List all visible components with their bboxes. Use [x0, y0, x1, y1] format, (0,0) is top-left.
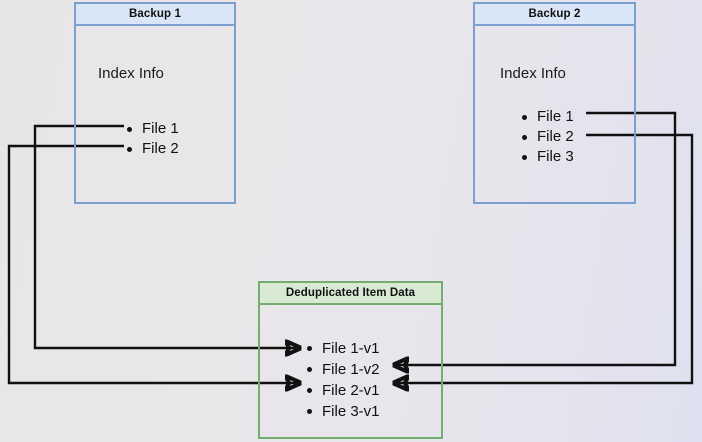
backup1-index-label: Index Info [98, 65, 164, 82]
backup2-file-list: File 1 File 2 File 3 [519, 107, 574, 167]
backup1-title: Backup 1 [76, 4, 234, 26]
backup1-body: Index Info File 1 File 2 [76, 26, 234, 202]
deduplicated-item-data-box[interactable]: Deduplicated Item Data File 1-v1 File 1-… [258, 281, 443, 439]
list-item[interactable]: File 1 [519, 107, 574, 127]
backup2-box[interactable]: Backup 2 Index Info File 1 File 2 File 3 [473, 2, 636, 204]
list-item[interactable]: File 3 [519, 147, 574, 167]
list-item[interactable]: File 3-v1 [304, 401, 380, 422]
list-item[interactable]: File 2 [519, 127, 574, 147]
backup2-index-label: Index Info [500, 65, 566, 82]
dedup-title: Deduplicated Item Data [260, 283, 441, 305]
backup1-box[interactable]: Backup 1 Index Info File 1 File 2 [74, 2, 236, 204]
list-item[interactable]: File 1-v2 [304, 359, 380, 380]
dedup-item-list: File 1-v1 File 1-v2 File 2-v1 File 3-v1 [304, 338, 380, 422]
backup2-body: Index Info File 1 File 2 File 3 [475, 26, 634, 202]
dedup-body: File 1-v1 File 1-v2 File 2-v1 File 3-v1 [260, 305, 441, 437]
list-item[interactable]: File 2-v1 [304, 380, 380, 401]
backup2-title: Backup 2 [475, 4, 634, 26]
list-item[interactable]: File 1-v1 [304, 338, 380, 359]
list-item[interactable]: File 2 [124, 139, 179, 159]
list-item[interactable]: File 1 [124, 119, 179, 139]
backup1-file-list: File 1 File 2 [124, 119, 179, 159]
